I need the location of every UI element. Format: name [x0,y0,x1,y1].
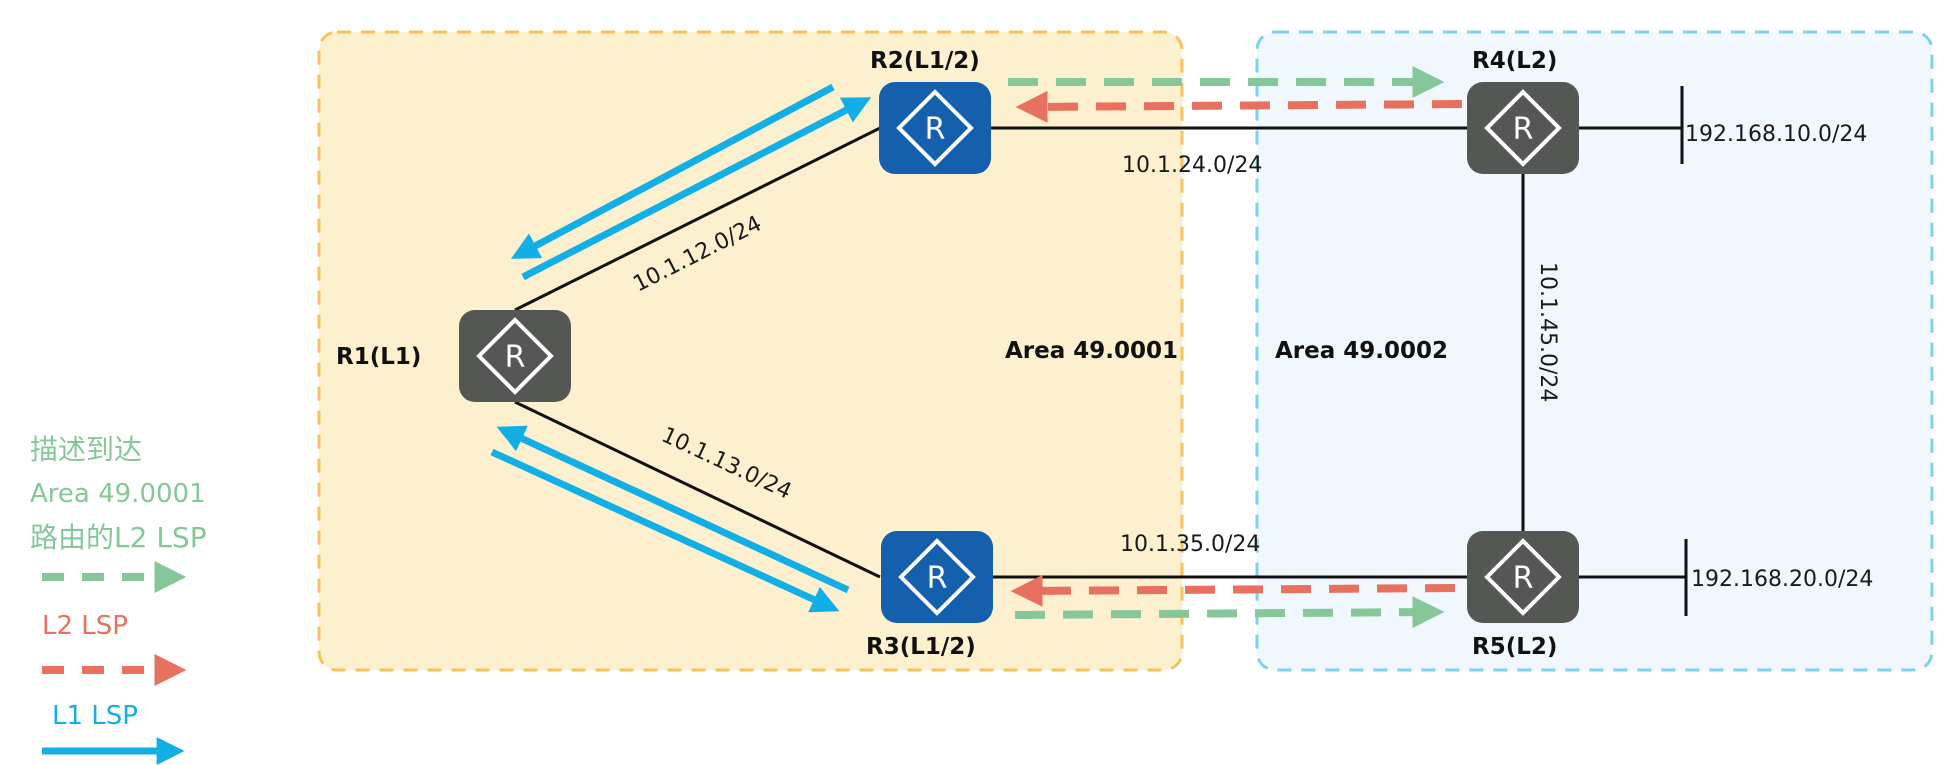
router-label-r4: R4(L2) [1472,48,1557,74]
router-diamond-icon [1484,89,1562,167]
l1-lsp-r2-to-r1 [510,83,835,259]
l1-lsp-r3-to-r1 [496,425,850,594]
router-diamond-icon [1484,538,1562,616]
legend-green-line-2: Area 49.0001 [30,479,206,509]
router-icon-glyph: R [1513,112,1534,147]
router-r4: R [1467,82,1579,174]
router-r3: R [881,531,993,623]
l2-lsp-red-r5-to-r3 [1010,574,1456,607]
router-body [459,310,571,402]
network-label-r3-r5: 10.1.35.0/24 [1120,532,1260,557]
area-49-0001-box [317,30,1184,672]
router-label-r1: R1(L1) [336,344,421,370]
router-diamond-icon [896,89,974,167]
router-body [881,531,993,623]
area-label-1: Area 49.0001 [1005,338,1178,364]
network-label-r4-r5: 10.1.45.0/24 [1535,262,1560,402]
router-icon-glyph: R [1513,561,1534,596]
link-r1-r2 [514,126,881,312]
l1-lsp-r1-to-r2 [521,97,872,281]
router-r2: R [879,82,991,174]
l2-lsp-red-r4-to-r2 [1015,90,1463,123]
link-r1-r3 [514,400,881,579]
network-label-r2-r4: 10.1.24.0/24 [1122,153,1262,178]
router-body [879,82,991,174]
legend-green-line-3: 路由的L2 LSP [30,521,207,554]
router-r5: R [1467,531,1579,623]
router-r1: R [459,310,571,402]
router-label-r3: R3(L1/2) [866,634,976,660]
router-body [1467,82,1579,174]
l1-lsp-r1-to-r3 [490,448,840,613]
router-label-r5: R5(L2) [1472,634,1557,660]
legend-blue-text: L1 LSP [52,694,138,738]
legend-red-label: L2 LSP [42,611,128,641]
router-diamond-icon [476,317,554,395]
router-icon-glyph: R [927,561,948,596]
area-label-2: Area 49.0002 [1275,338,1448,364]
router-label-r2: R2(L1/2) [870,48,980,74]
area-49-0002-box [1255,30,1934,672]
legend-blue-label: L1 LSP [52,701,138,731]
legend-green-text: 描述到达 Area 49.0001 路由的L2 LSP [30,428,207,560]
stub-network-label-r5: 192.168.20.0/24 [1691,567,1873,592]
router-icon-glyph: R [505,340,526,375]
legend-red-text: L2 LSP [42,604,128,648]
l2-lsp-green-r3-to-r5 [1014,596,1445,629]
router-body [1467,531,1579,623]
legend-green-line-1: 描述到达 [30,433,143,466]
router-diamond-icon [898,538,976,616]
stub-network-label-r4: 192.168.10.0/24 [1685,122,1867,147]
router-icon-glyph: R [925,112,946,147]
